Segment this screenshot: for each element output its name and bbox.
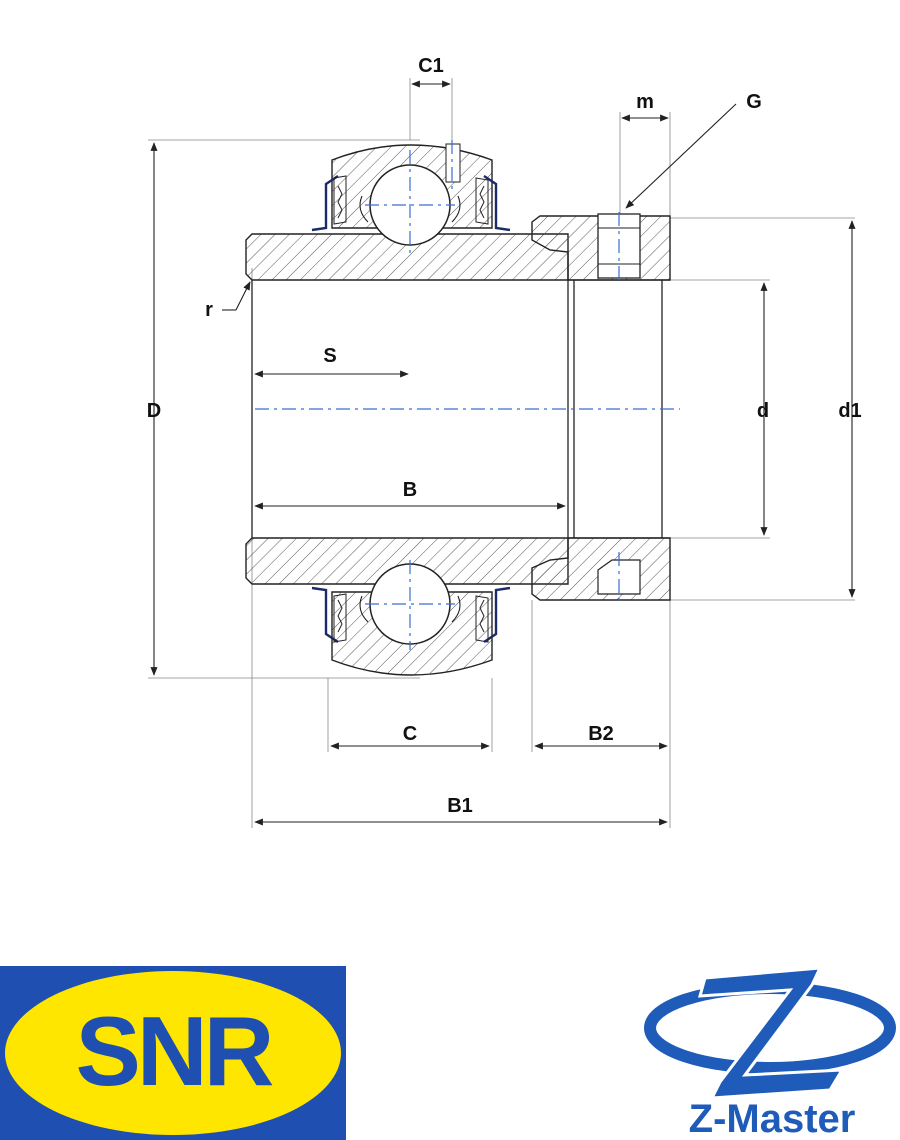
locking-collar-bottom bbox=[531, 537, 671, 601]
label-outer-diameter: D bbox=[147, 400, 161, 422]
label-b1: B1 bbox=[447, 795, 473, 817]
label-s: S bbox=[323, 345, 336, 367]
seals bbox=[311, 175, 511, 643]
cage bbox=[359, 195, 461, 623]
label-bore-diameter: d bbox=[757, 400, 769, 422]
label-c1: C1 bbox=[418, 55, 444, 77]
lubrication-hole bbox=[445, 143, 461, 183]
centerlines bbox=[255, 140, 680, 650]
label-c: C bbox=[403, 723, 417, 745]
label-r: r bbox=[205, 299, 213, 321]
label-m: m bbox=[636, 91, 654, 113]
extension-lines bbox=[148, 78, 855, 828]
label-g: G bbox=[746, 91, 762, 113]
seal-details bbox=[333, 175, 489, 643]
label-collar-diameter: d1 bbox=[838, 400, 861, 422]
label-b: B bbox=[403, 479, 417, 501]
label-b2: B2 bbox=[588, 723, 614, 745]
dimension-lines bbox=[150, 80, 856, 826]
